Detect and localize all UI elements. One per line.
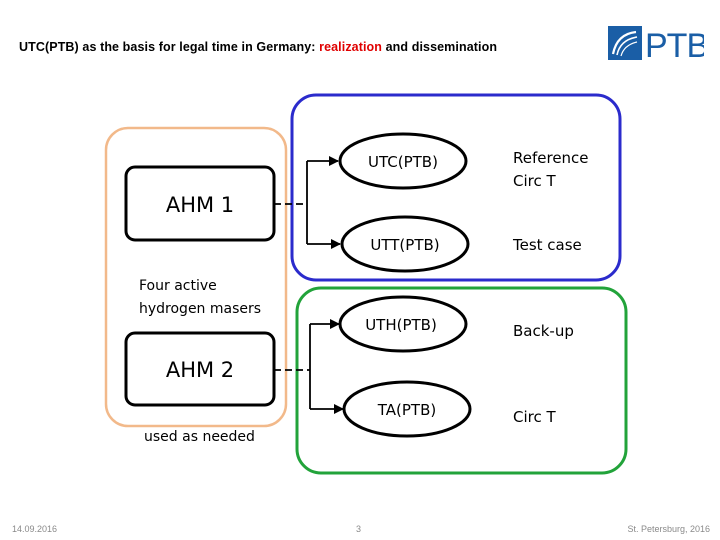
scale-ellipse-utc-ptb [338,132,468,190]
group-note: used as needed [144,429,255,445]
role-label-utc-ptb-line1: Reference [513,149,589,167]
footer-date: 14.09.2016 [12,524,58,534]
ptb-logo-emblem [608,26,642,60]
title-suffix: and dissemination [382,40,498,54]
scale-label-utt-ptb: UTT(PTB) [370,236,439,254]
scale-ellipse-ta-ptb [342,380,472,438]
maser-group-box [104,126,288,428]
backup-group-box [295,286,628,475]
role-label-ta-ptb: Circ T [513,408,556,426]
group-label-line2: hydrogen masers [139,301,261,317]
reference-group-box [290,93,622,282]
scale-label-utc-ptb: UTC(PTB) [368,153,438,171]
scale-ellipse-uth-ptb [338,295,468,353]
footer-place: St. Petersburg, 2016 [627,524,710,534]
role-label-utc-ptb-line2: Circ T [513,172,556,190]
maser-box-ahm2 [124,331,276,407]
footer-page-number: 3 [356,524,362,534]
maser-label-ahm2: AHM 2 [166,358,234,382]
title-accent: realization [319,40,383,54]
scale-label-ta-ptb: TA(PTB) [377,401,436,419]
scale-label-uth-ptb: UTH(PTB) [365,316,437,334]
role-label-utt-ptb: Test case [512,236,582,254]
ptb-logo-text: PTB [645,27,704,62]
group-label-line1: Four active [139,278,217,294]
role-label-uth-ptb: Back-up [513,322,574,340]
title-prefix: UTC(PTB) as the basis for legal time in … [19,40,320,54]
maser-label-ahm1: AHM 1 [166,193,234,217]
ptb-logo: PTB [608,24,704,62]
scale-ellipse-utt-ptb [340,215,470,273]
slide-title: UTC(PTB) as the basis for legal time in … [19,40,497,54]
